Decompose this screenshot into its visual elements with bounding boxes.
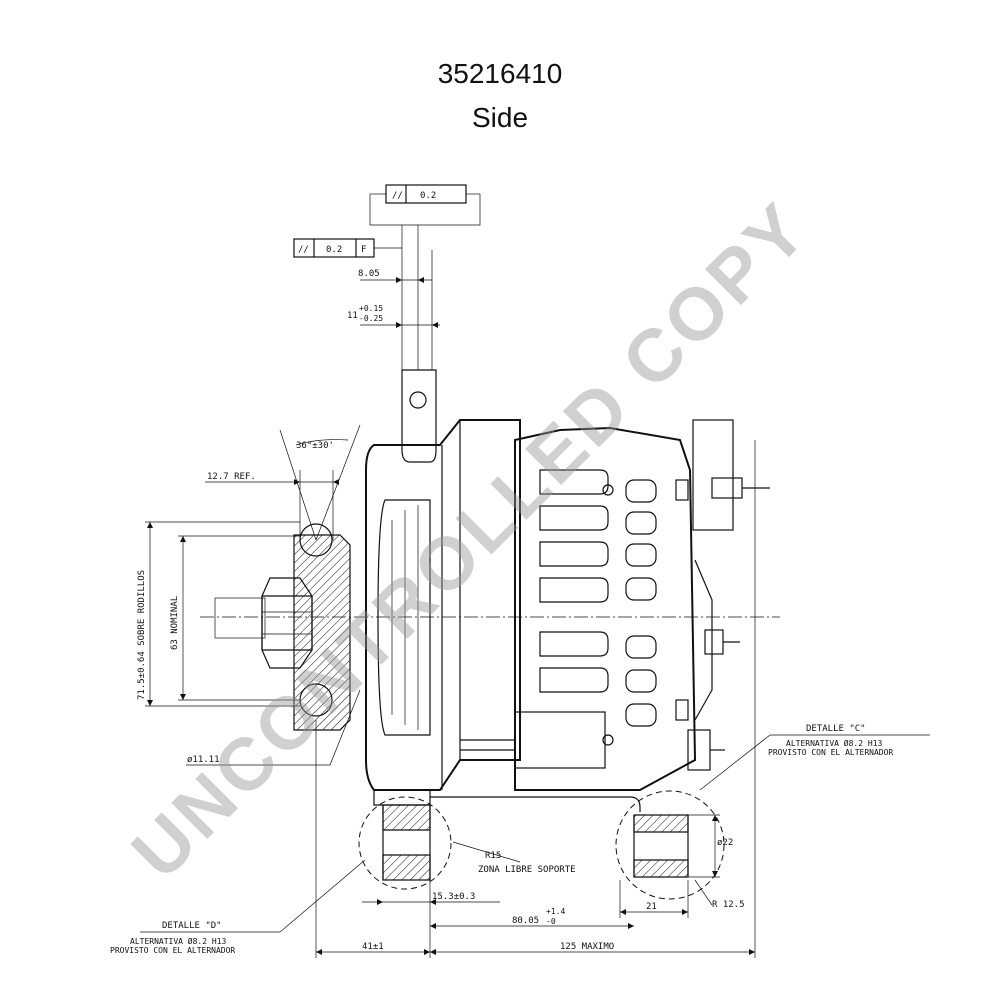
dim-nominal: 63 NOMINAL xyxy=(170,596,180,650)
dim-41: 41±1 xyxy=(362,942,384,952)
dim-dia-22: ø22 xyxy=(717,838,733,848)
parallel-symbol-top: // xyxy=(392,191,403,201)
left-tolerance-value: 0.2 xyxy=(326,245,342,255)
dim-angle: 36°±30' xyxy=(296,441,334,451)
parallel-symbol-left: // xyxy=(298,245,309,255)
dim-125-maximo: 125 MAXIMO xyxy=(560,942,614,952)
dim-15-3: 15.3±0.3 xyxy=(432,892,475,902)
detail-d-line1: ALTERNATIVA Ø8.2 H13 xyxy=(130,936,227,946)
dim-80-05: 80.05 xyxy=(512,916,539,926)
dim-dia-11-11: ø11.11 xyxy=(187,755,220,765)
dim-11-base: 11 xyxy=(347,311,358,321)
detail-d-line2: PROVISTO CON EL ALTERNADOR xyxy=(110,946,235,955)
part-number-title: 35216410 xyxy=(437,58,563,89)
mounting-lug xyxy=(401,369,437,463)
detail-d-callout: DETALLE "D" ALTERNATIVA Ø8.2 H13 PROVIST… xyxy=(110,859,366,955)
detail-c-title: DETALLE "C" xyxy=(806,724,866,734)
dim-80-05-plus: +1.4 xyxy=(546,907,565,916)
alternator-body xyxy=(365,419,770,812)
dim-80-05-minus: -0 xyxy=(546,917,556,926)
dim-11-minus: -0.25 xyxy=(359,314,383,323)
datum-letter: F xyxy=(361,245,366,255)
pulley xyxy=(214,523,351,731)
detail-c-view xyxy=(633,814,689,878)
dim-21: 21 xyxy=(646,902,657,912)
top-tolerance-frame: // 0.2 xyxy=(369,184,481,226)
detail-d-title: DETALLE "D" xyxy=(162,921,222,931)
detail-c-callout: DETALLE "C" ALTERNATIVA Ø8.2 H13 PROVIST… xyxy=(699,724,930,791)
dim-rollers: 71.5±0.64 SOBRE RODILLOS xyxy=(137,570,147,700)
detail-c-line1: ALTERNATIVA Ø8.2 H13 xyxy=(786,738,883,748)
top-tolerance-value: 0.2 xyxy=(420,191,436,201)
dim-r-12-5: R 12.5 xyxy=(712,900,745,910)
view-subtitle: Side xyxy=(471,102,529,133)
detail-d-view xyxy=(358,796,452,890)
dim-8-05: 8.05 xyxy=(358,269,380,279)
dim-r15: R15 xyxy=(485,851,501,861)
left-tolerance-frame: // 0.2 F xyxy=(293,238,402,258)
zona-libre-label: ZONA LIBRE SOPORTE xyxy=(478,865,576,875)
detail-c-line2: PROVISTO CON EL ALTERNADOR xyxy=(768,748,893,757)
dim-11-plus: +0.15 xyxy=(359,304,383,313)
dim-12-7-ref: 12.7 REF. xyxy=(207,472,256,482)
detail-c-circle xyxy=(615,790,725,900)
